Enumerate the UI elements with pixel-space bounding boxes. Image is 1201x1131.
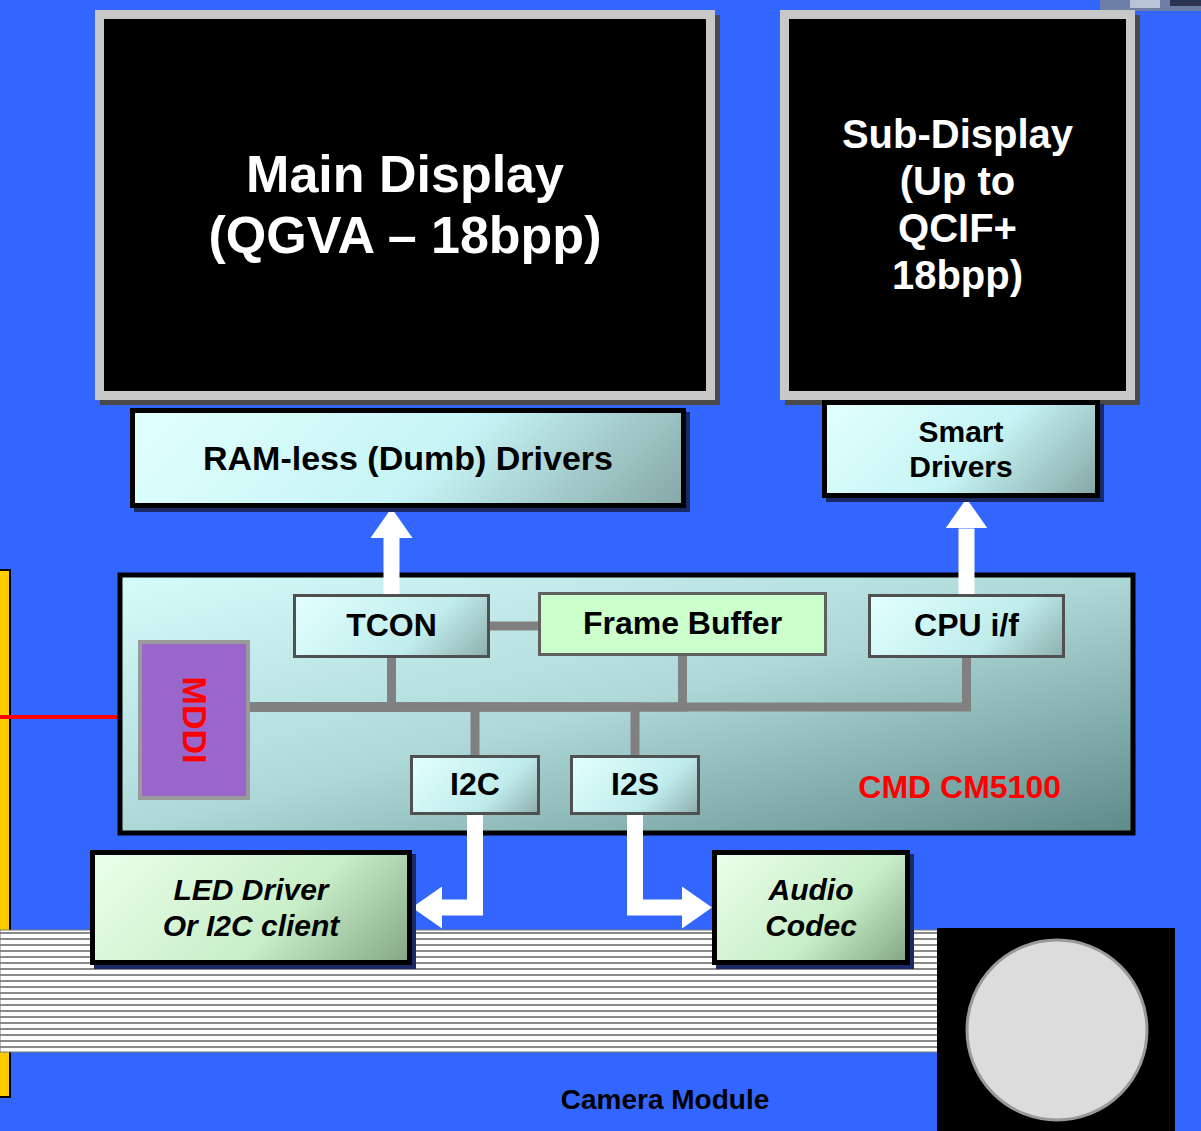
serial-interface: MDDI (138, 640, 250, 800)
driver-box: RAM-less (Dumb) Drivers (130, 408, 686, 508)
box-text: Audio Codec (736, 872, 886, 943)
photo-strip (1170, 0, 1201, 6)
data-arrow (959, 528, 975, 594)
bus-line (490, 622, 538, 631)
box-text: TCON (346, 607, 437, 645)
chip-body (120, 575, 1133, 833)
driver-box: Smart Drivers (822, 400, 1100, 499)
interface-block: CPU i/f (868, 594, 1065, 658)
box-text: I2S (611, 766, 659, 804)
peripheral-box: Audio Codec (712, 850, 910, 965)
box-text: Sub-Display (Up to QCIF+ 18bpp) (837, 111, 1079, 300)
box-text: Frame Buffer (583, 605, 782, 643)
box-text: Smart Drivers (874, 414, 1049, 485)
chip-block: CMD CM5100 MDDI TCON Frame Buffer CPU i/fI2C… (120, 575, 1133, 833)
timing-controller: TCON (293, 594, 490, 658)
bus-line (250, 707, 475, 755)
memory-block: Frame Buffer (538, 592, 827, 656)
bus-line (250, 707, 635, 755)
bus-line (250, 658, 967, 707)
sub-display: Sub-Display (Up to QCIF+ 18bpp) (780, 10, 1135, 400)
camera-lens (967, 940, 1147, 1120)
data-arrow (384, 538, 400, 594)
box-text: MDDI (174, 677, 214, 764)
peripheral-box: LED Driver Or I2C client (90, 850, 412, 965)
interface-block: I2C (410, 755, 540, 815)
bus-line (250, 656, 683, 707)
box-text: Main Display (QGVA – 18bpp) (170, 144, 640, 267)
photo-strip (1130, 0, 1160, 8)
interface-block: I2S (570, 755, 700, 815)
camera-body (937, 928, 1175, 1131)
main-display: Main Display (QGVA – 18bpp) (95, 10, 715, 400)
label-holder: Camera Module (500, 1080, 830, 1120)
control-arrow (442, 815, 475, 908)
box-text: CPU i/f (914, 607, 1019, 645)
box-text: RAM-less (Dumb) Drivers (203, 438, 613, 478)
part-label: Camera Module (561, 1084, 770, 1116)
box-text: I2C (450, 766, 500, 804)
box-text: CMD CM5100 (858, 769, 1061, 807)
bus-line (250, 658, 392, 707)
control-arrow (635, 815, 682, 908)
box-text: LED Driver Or I2C client (156, 872, 346, 943)
